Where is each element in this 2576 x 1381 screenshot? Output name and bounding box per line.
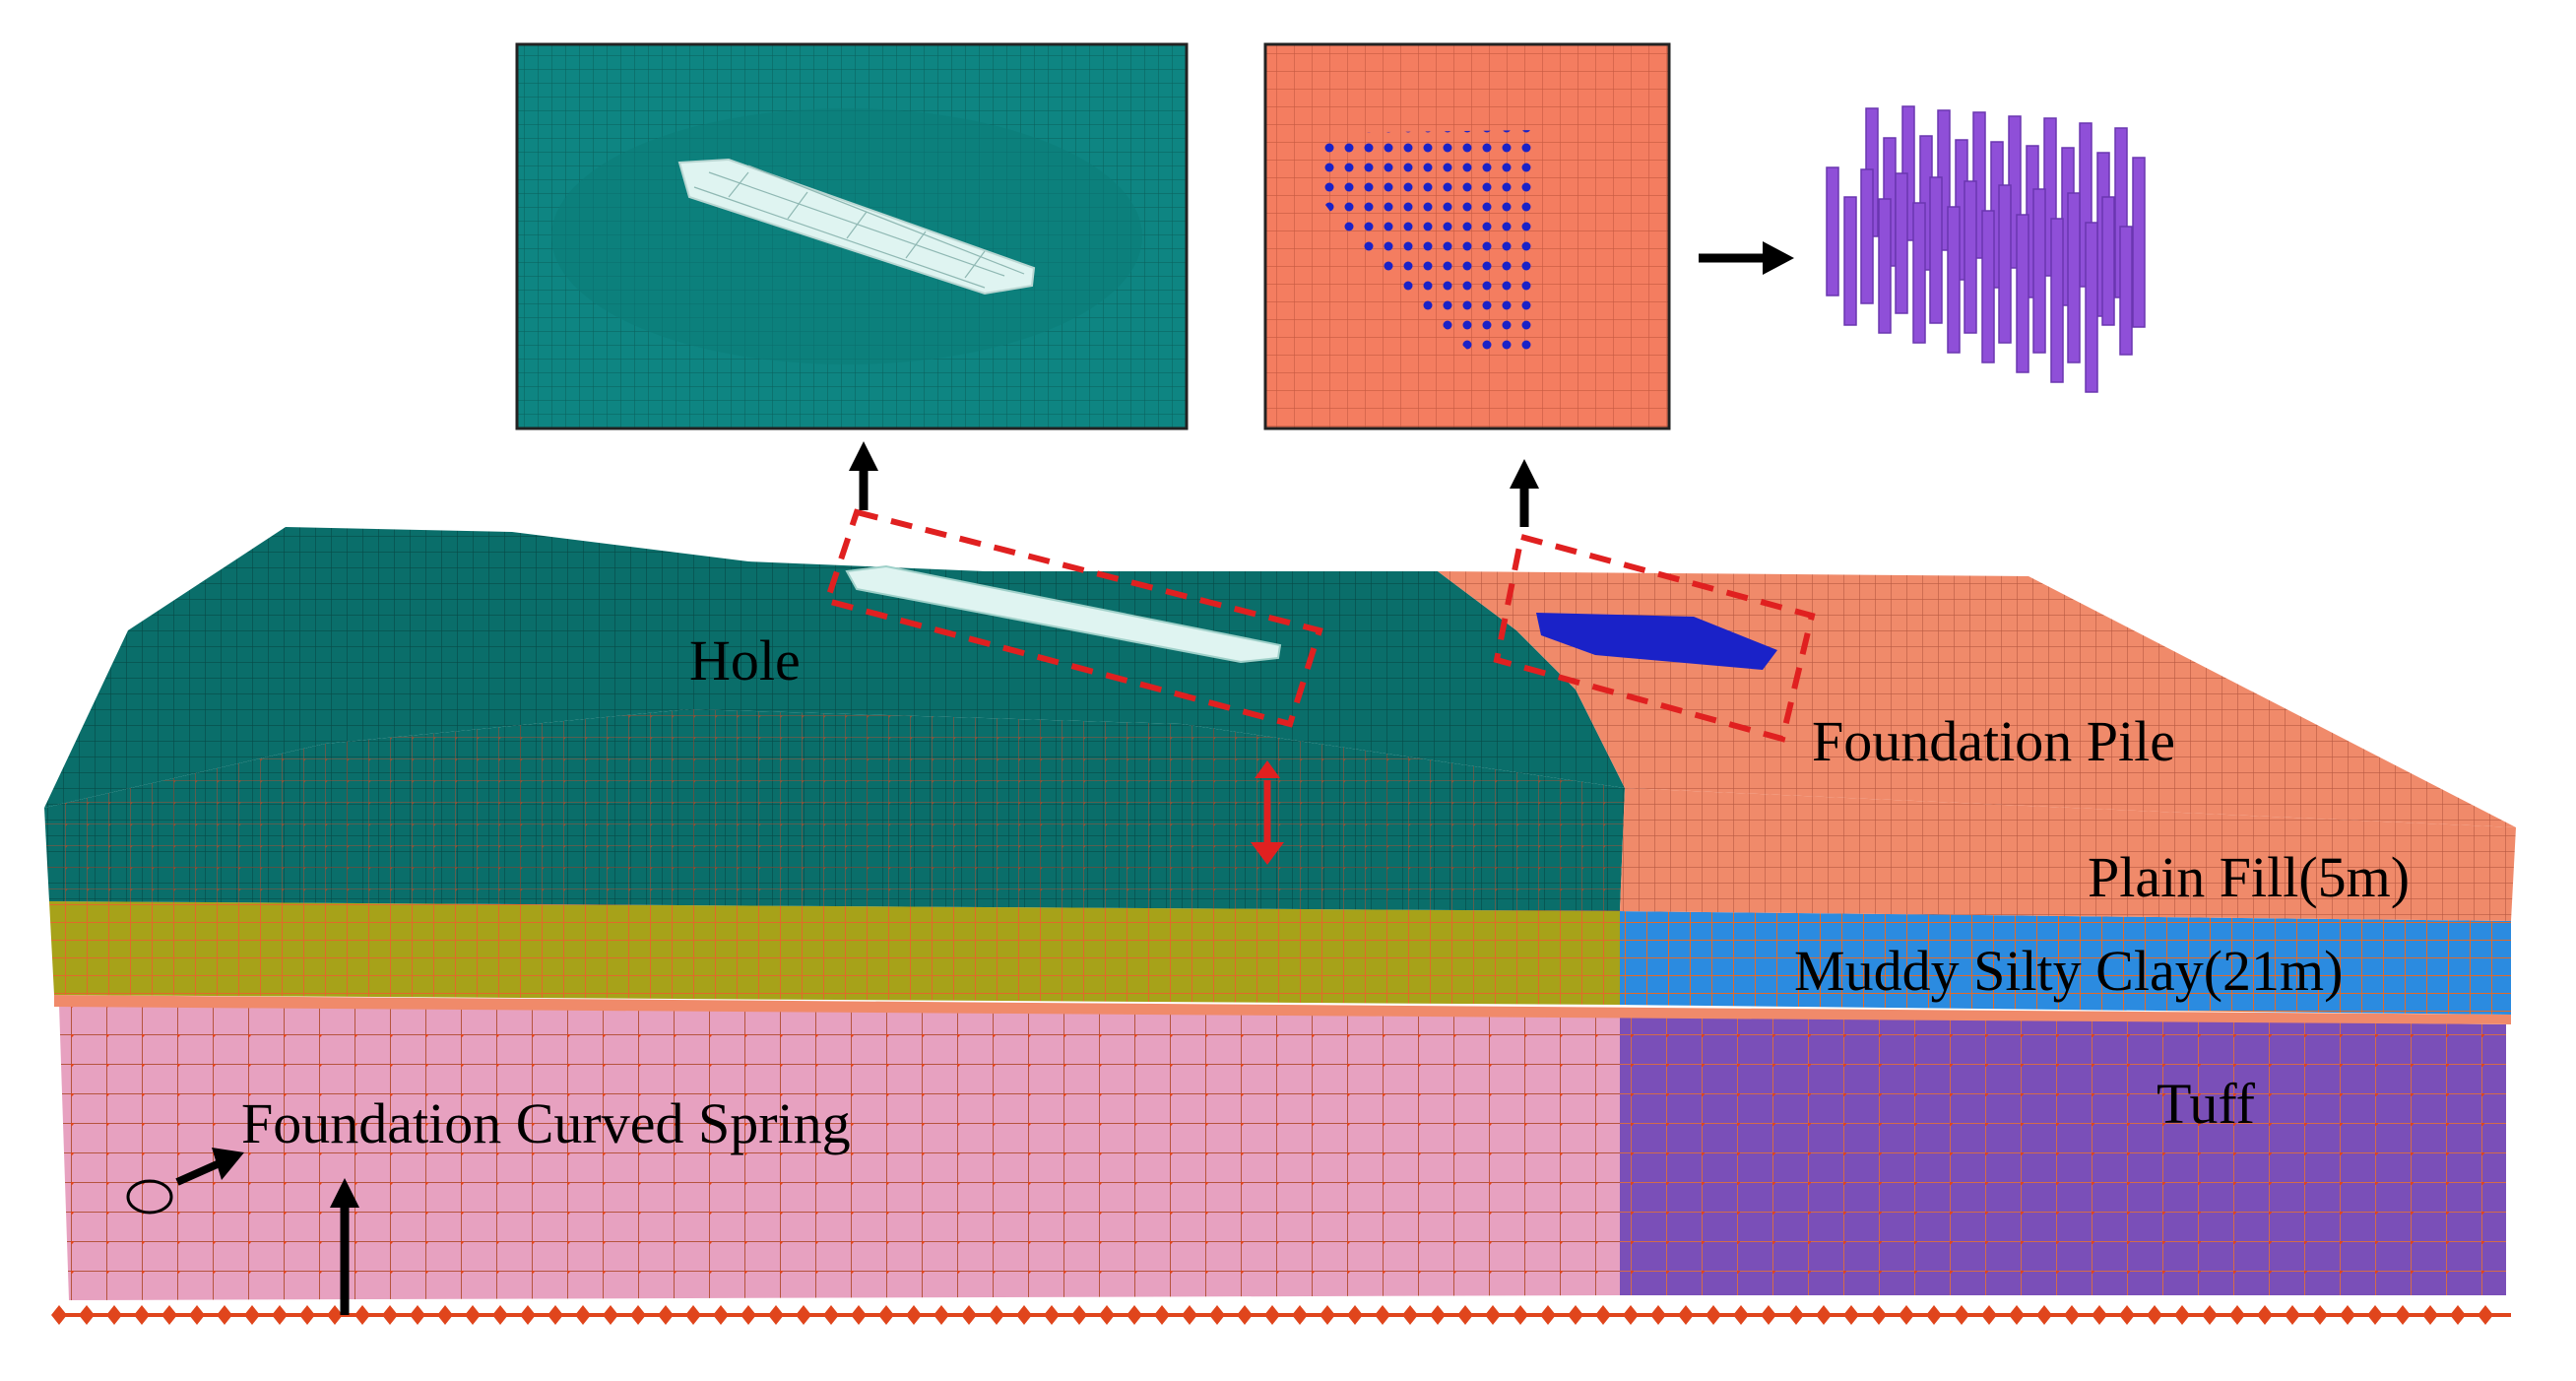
- label-foundation-curved-spring: Foundation Curved Spring: [241, 1091, 851, 1155]
- foundation-springs: [51, 1305, 2511, 1325]
- pile-columns-3d: [1826, 105, 2146, 393]
- tuff-layer-left: [59, 1005, 1620, 1300]
- arrow-up-icon: [849, 441, 878, 510]
- pile-column: [1860, 168, 1874, 304]
- label-plain-fill: Plain Fill(5m): [2088, 845, 2410, 909]
- pile-column: [1998, 184, 2012, 344]
- surface-top-left: [44, 527, 1625, 808]
- hole-highlight-box: [823, 508, 1323, 728]
- pile-column: [1895, 172, 1908, 314]
- label-muddy-silty-clay: Muddy Silty Clay(21m): [1794, 939, 2343, 1003]
- inset-hole-mesh: [515, 42, 1189, 430]
- plain-fill-front-right: [1620, 788, 2516, 921]
- pile-column: [2132, 157, 2146, 328]
- clay-layer-right: [1620, 911, 2511, 1015]
- piles-on-surface: [1536, 613, 1777, 670]
- arrow-up-icon: [330, 1178, 359, 1315]
- pile-highlight-box: [1493, 533, 1816, 743]
- hole-on-surface: [845, 564, 1282, 664]
- arrow-right-icon: [1699, 241, 1794, 275]
- pile-column: [2119, 226, 2133, 356]
- pile-node-cluster: [1315, 130, 1541, 350]
- pile-column: [2067, 192, 2081, 363]
- arrow-pointer-icon: [175, 1148, 244, 1186]
- soil-model: [44, 508, 2516, 1325]
- inset-pile-plan: [1263, 42, 1671, 430]
- label-foundation-pile: Foundation Pile: [1812, 709, 2175, 773]
- pile-column: [2016, 214, 2029, 373]
- pile-column: [2050, 218, 2064, 383]
- pile-column: [2085, 222, 2098, 393]
- pile-column: [2101, 196, 2115, 326]
- label-hole: Hole: [689, 628, 801, 692]
- spring-ellipse-icon: [126, 1179, 173, 1215]
- label-tuff: Tuff: [2157, 1072, 2256, 1136]
- pile-column: [1964, 180, 1977, 334]
- pile-column: [1947, 206, 1961, 354]
- tuff-layer-right: [1620, 1015, 2506, 1295]
- arrow-up-icon: [1510, 459, 1539, 527]
- pile-column: [1929, 176, 1943, 324]
- clay-layer-left: [49, 901, 1620, 1005]
- pile-column: [1826, 166, 1839, 296]
- pile-column: [1912, 202, 1926, 344]
- pile-column: [1981, 210, 1995, 363]
- pile-column: [1843, 196, 1857, 326]
- load-arrow-icon: [1251, 760, 1284, 865]
- pile-column: [1878, 198, 1892, 334]
- pile-column: [2032, 188, 2046, 354]
